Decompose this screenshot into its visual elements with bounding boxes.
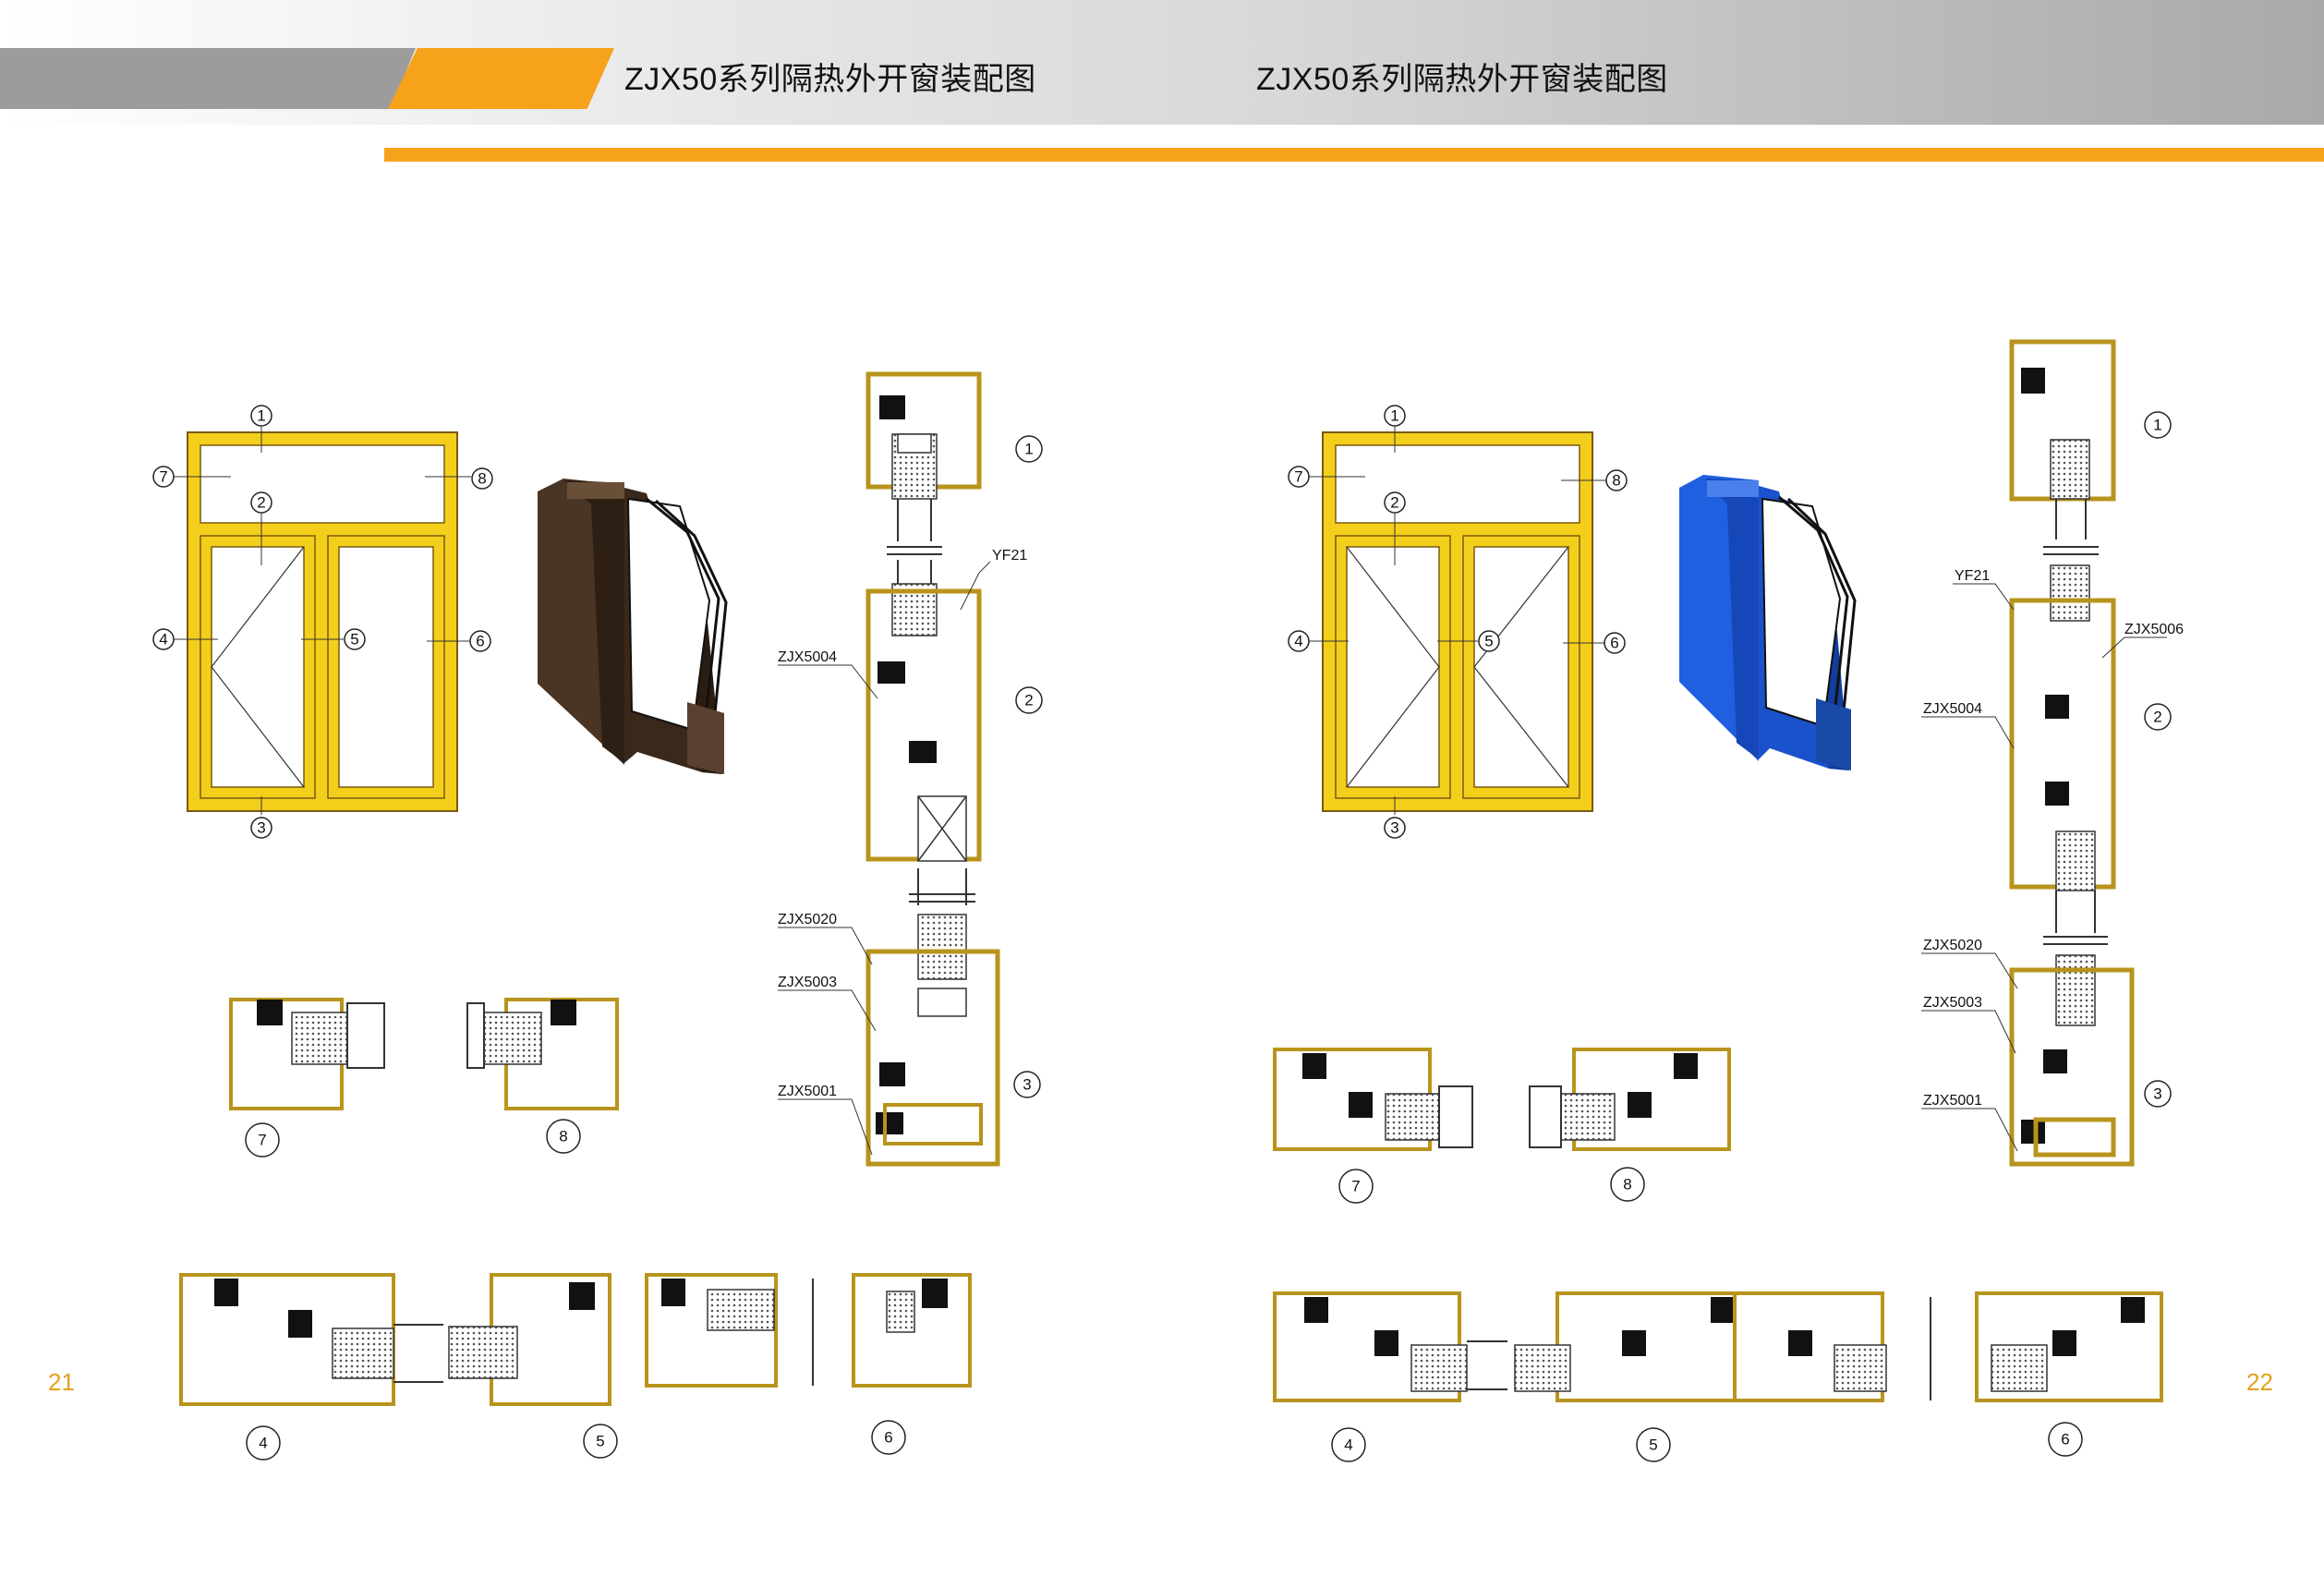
detail-marker-7-right: 7 bbox=[1338, 1169, 1374, 1204]
svg-text:7: 7 bbox=[258, 1132, 266, 1149]
detail-marker-4-right: 4 bbox=[1331, 1427, 1366, 1462]
vertical-section-right bbox=[2009, 339, 2135, 1167]
page-number-right: 22 bbox=[2246, 1368, 2273, 1396]
label-zjx5004-right: ZJX5004 bbox=[1923, 701, 1982, 717]
label-zjx5020-left: ZJX5020 bbox=[778, 912, 837, 927]
svg-text:1: 1 bbox=[1024, 441, 1033, 458]
section-7-right bbox=[1273, 1048, 1473, 1151]
svg-text:3: 3 bbox=[257, 819, 265, 837]
svg-text:8: 8 bbox=[478, 470, 486, 488]
marker-6: 6 bbox=[469, 630, 491, 652]
section-marker-3: 3 bbox=[1013, 1071, 1041, 1098]
horizontal-section-left bbox=[179, 1273, 972, 1406]
svg-text:1: 1 bbox=[1390, 407, 1398, 425]
header-grey-band bbox=[0, 48, 416, 109]
svg-text:5: 5 bbox=[1484, 633, 1493, 650]
svg-text:5: 5 bbox=[1649, 1436, 1657, 1454]
svg-text:4: 4 bbox=[159, 631, 167, 649]
marker-2-right: 2 bbox=[1384, 491, 1406, 514]
svg-text:1: 1 bbox=[2153, 417, 2161, 434]
svg-text:7: 7 bbox=[1294, 468, 1302, 486]
label-zjx5001-left: ZJX5001 bbox=[778, 1084, 837, 1099]
marker-3: 3 bbox=[250, 817, 272, 839]
svg-text:5: 5 bbox=[350, 631, 358, 649]
window-elevation-left bbox=[172, 427, 471, 815]
marker-1-right: 1 bbox=[1384, 405, 1406, 427]
marker-2: 2 bbox=[250, 491, 272, 514]
label-zjx5020-right: ZJX5020 bbox=[1923, 938, 1982, 953]
detail-marker-7: 7 bbox=[245, 1122, 280, 1158]
vertical-section-left-leaders bbox=[778, 561, 991, 1156]
marker-layer: 1 2 3 4 5 6 7 8 1 2 3 7 8 4 5 6 1 2 3 4 … bbox=[152, 405, 2172, 1462]
svg-text:5: 5 bbox=[596, 1433, 604, 1450]
marker-8-right: 8 bbox=[1605, 469, 1628, 491]
detail-marker-8-right: 8 bbox=[1610, 1167, 1645, 1202]
svg-text:3: 3 bbox=[1023, 1076, 1031, 1094]
svg-text:6: 6 bbox=[1610, 635, 1618, 652]
svg-text:8: 8 bbox=[1612, 472, 1620, 490]
vertical-section-right-leaders bbox=[1921, 583, 2167, 1152]
marker-5-right: 5 bbox=[1478, 630, 1500, 652]
section-marker-2-right: 2 bbox=[2144, 703, 2172, 731]
svg-text:8: 8 bbox=[1623, 1176, 1631, 1194]
svg-text:2: 2 bbox=[1024, 692, 1033, 709]
marker-4: 4 bbox=[152, 628, 175, 650]
profile-corner-brown bbox=[538, 479, 728, 774]
section-marker-1-right: 1 bbox=[2144, 411, 2172, 439]
section-8-left bbox=[466, 998, 619, 1110]
svg-text:1: 1 bbox=[257, 407, 265, 425]
marker-8: 8 bbox=[471, 467, 493, 490]
svg-text:4: 4 bbox=[1294, 633, 1302, 650]
marker-1: 1 bbox=[250, 405, 272, 427]
svg-text:2: 2 bbox=[1390, 494, 1398, 512]
vertical-section-left bbox=[865, 371, 1000, 1167]
section-marker-1: 1 bbox=[1015, 435, 1043, 463]
svg-text:3: 3 bbox=[1390, 819, 1398, 837]
header-orange-rule bbox=[384, 148, 2324, 162]
svg-text:4: 4 bbox=[259, 1435, 267, 1452]
detail-marker-5-right: 5 bbox=[1636, 1427, 1671, 1462]
page-number-left: 21 bbox=[48, 1368, 75, 1396]
page-title-left: ZJX50系列隔热外开窗装配图 bbox=[624, 62, 1036, 97]
detail-marker-6-right: 6 bbox=[2048, 1422, 2083, 1457]
svg-text:8: 8 bbox=[559, 1128, 567, 1146]
svg-text:4: 4 bbox=[1344, 1436, 1352, 1454]
section-7-left bbox=[229, 998, 385, 1110]
section-marker-3-right: 3 bbox=[2144, 1080, 2172, 1108]
marker-7: 7 bbox=[152, 466, 175, 488]
marker-6-right: 6 bbox=[1604, 632, 1626, 654]
label-yf21-right: YF21 bbox=[1955, 568, 1990, 584]
detail-marker-4: 4 bbox=[246, 1425, 281, 1461]
marker-5: 5 bbox=[344, 628, 366, 650]
svg-text:6: 6 bbox=[884, 1429, 892, 1447]
section-8-right bbox=[1529, 1048, 1731, 1151]
label-zjx5003-left: ZJX5003 bbox=[778, 975, 837, 990]
label-zjx5006-right: ZJX5006 bbox=[2124, 622, 2184, 637]
marker-3-right: 3 bbox=[1384, 817, 1406, 839]
window-elevation-right bbox=[1306, 427, 1607, 815]
label-yf21-left: YF21 bbox=[992, 548, 1027, 564]
svg-text:2: 2 bbox=[2153, 709, 2161, 726]
profile-labels: YF21 ZJX5004 ZJX5020 ZJX5003 ZJX5001 YF2… bbox=[778, 548, 2184, 1109]
profile-corner-blue bbox=[1679, 475, 1857, 770]
svg-text:7: 7 bbox=[159, 468, 167, 486]
detail-marker-5: 5 bbox=[583, 1424, 618, 1459]
svg-text:2: 2 bbox=[257, 494, 265, 512]
section-marker-2: 2 bbox=[1015, 686, 1043, 714]
marker-7-right: 7 bbox=[1288, 466, 1310, 488]
svg-text:6: 6 bbox=[2061, 1431, 2069, 1449]
svg-text:3: 3 bbox=[2153, 1085, 2161, 1103]
detail-marker-6: 6 bbox=[871, 1420, 906, 1455]
header-orange-tab bbox=[388, 48, 614, 109]
svg-text:6: 6 bbox=[476, 633, 484, 650]
label-zjx5004-left: ZJX5004 bbox=[778, 649, 837, 665]
marker-4-right: 4 bbox=[1288, 630, 1310, 652]
horizontal-section-right bbox=[1273, 1291, 2163, 1402]
label-zjx5001-right: ZJX5001 bbox=[1923, 1093, 1982, 1109]
label-zjx5003-right: ZJX5003 bbox=[1923, 995, 1982, 1011]
svg-text:7: 7 bbox=[1351, 1178, 1360, 1195]
detail-marker-8: 8 bbox=[546, 1119, 581, 1154]
page-title-right: ZJX50系列隔热外开窗装配图 bbox=[1256, 62, 1668, 97]
